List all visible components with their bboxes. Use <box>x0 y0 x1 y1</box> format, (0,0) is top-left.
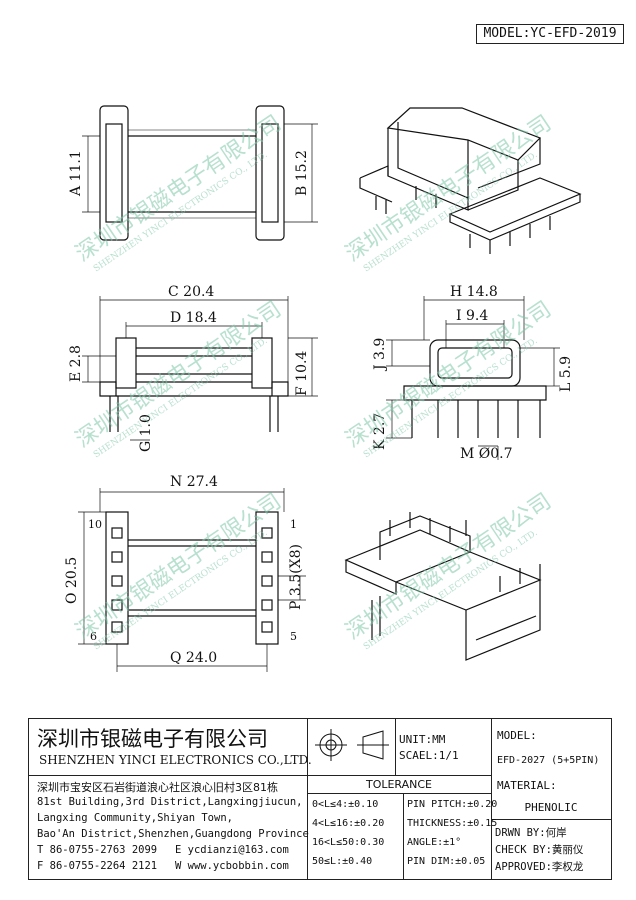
address-line-1: 深圳市宝安区石岩街道浪心社区浪心旧村3区81栋 <box>37 781 278 794</box>
model-field-value: EFD-2027 (5+5PIN) <box>497 755 600 766</box>
email-address: E ycdianzi@163.com <box>175 844 289 856</box>
tolerance-right-1: PIN PITCH:±0.20 <box>407 799 498 810</box>
title-block: 深圳市银磁电子有限公司 SHENZHEN YINCI ELECTRONICS C… <box>28 718 612 880</box>
dim-e: E 2.8 <box>68 345 84 382</box>
dim-d: D 18.4 <box>170 310 217 326</box>
pin-label-10: 10 <box>88 518 102 531</box>
dim-n: N 27.4 <box>170 474 218 490</box>
material-value: PHENOLIC <box>524 801 578 814</box>
view-top-ab <box>82 105 318 241</box>
fax-number: F 86-0755-2264 2121 <box>37 860 158 872</box>
pin-label-1: 1 <box>290 518 297 531</box>
model-label: MODEL:YC-EFD-2019 <box>476 24 624 44</box>
dim-j: J 3.9 <box>372 338 388 372</box>
watermark-cn: 深圳市银磁电子有限公司 <box>341 111 556 267</box>
address-line-2: 81st Building,3rd District,Langxingjiucu… <box>37 796 303 808</box>
tolerance-title: TOLERANCE <box>365 778 433 791</box>
drawn-by: DRWN BY:何岸 <box>495 827 567 839</box>
tolerance-right-2: THICKNESS:±0.15 <box>407 818 498 829</box>
dim-o: O 20.5 <box>64 557 80 604</box>
dim-h: H 14.8 <box>450 284 498 300</box>
dim-i: I 9.4 <box>456 308 488 324</box>
watermark-en: SHENZHEN YINCI ELECTRONICS CO., LTD. <box>92 528 270 652</box>
pin-label-5: 5 <box>290 630 297 643</box>
tolerance-left-1: 0<L≤4:±0.10 <box>312 799 379 810</box>
address-line-4: Bao'An District,Shenzhen,Guangdong Provi… <box>37 828 309 840</box>
company-name-en: SHENZHEN YINCI ELECTRONICS CO.,LTD. <box>39 753 312 767</box>
dim-l: L 5.9 <box>558 356 574 392</box>
watermark-en: SHENZHEN YINCI ELECTRONICS CO., LTD. <box>362 150 540 274</box>
phone-number: T 86-0755-2763 2099 <box>37 844 158 856</box>
unit-label: UNIT:MM <box>399 733 446 746</box>
material-label: MATERIAL: <box>497 779 557 792</box>
tolerance-left-2: 4<L≤16:±0.20 <box>312 818 385 829</box>
watermark-en: SHENZHEN YINCI ELECTRONICS CO., LTD. <box>362 336 540 460</box>
company-name-cn: 深圳市银磁电子有限公司 <box>37 727 268 751</box>
dim-c: C 20.4 <box>168 284 214 300</box>
scale-label: SCAEL:1/1 <box>399 749 459 762</box>
dim-m: M Ø0.7 <box>460 446 513 462</box>
dim-b: B 15.2 <box>294 150 310 196</box>
view-side-hijlkm <box>386 296 560 460</box>
tolerance-right-3: ANGLE:±1° <box>407 837 462 848</box>
dim-p: P 3.5(X8) <box>288 544 304 610</box>
dim-g: G 1.0 <box>138 414 154 452</box>
view-iso-bottom <box>344 512 542 661</box>
watermark-cn: 深圳市银磁电子有限公司 <box>341 297 556 453</box>
dimension-labels: A 11.1 B 15.2 C 20.4 D 18.4 E 2.8 F 10.4… <box>64 150 574 666</box>
watermark-cn: 深圳市银磁电子有限公司 <box>71 111 286 267</box>
view-bottom-nopq <box>78 488 306 672</box>
dim-q: Q 24.0 <box>170 650 217 666</box>
address-line-3: Langxing Community,Shiyan Town, <box>37 812 233 824</box>
model-field-label: MODEL: <box>497 729 537 742</box>
dim-k: K 2.7 <box>372 413 388 450</box>
watermark-en: SHENZHEN YINCI ELECTRONICS CO., LTD. <box>92 336 270 460</box>
watermark-group: 深圳市银磁电子有限公司 SHENZHEN YINCI ELECTRONICS C… <box>71 111 556 652</box>
tolerance-right-4: PIN DIM:±0.05 <box>407 856 486 867</box>
approved-by: APPROVED:李权龙 <box>495 861 584 873</box>
view-front-cdefg <box>82 296 318 441</box>
dim-f: F 10.4 <box>294 351 310 396</box>
website-url: W www.ycbobbin.com <box>175 860 289 872</box>
projection-symbol-icon <box>315 729 389 761</box>
tolerance-left-3: 16<L≤50:0.30 <box>312 837 385 848</box>
pin-label-6: 6 <box>90 630 97 643</box>
watermark-cn: 深圳市银磁电子有限公司 <box>341 489 556 645</box>
view-iso-top <box>359 107 582 254</box>
dim-a: A 11.1 <box>68 150 84 197</box>
tolerance-left-4: 50≤L:±0.40 <box>312 856 373 867</box>
check-by: CHECK BY:黄丽仪 <box>495 844 584 856</box>
